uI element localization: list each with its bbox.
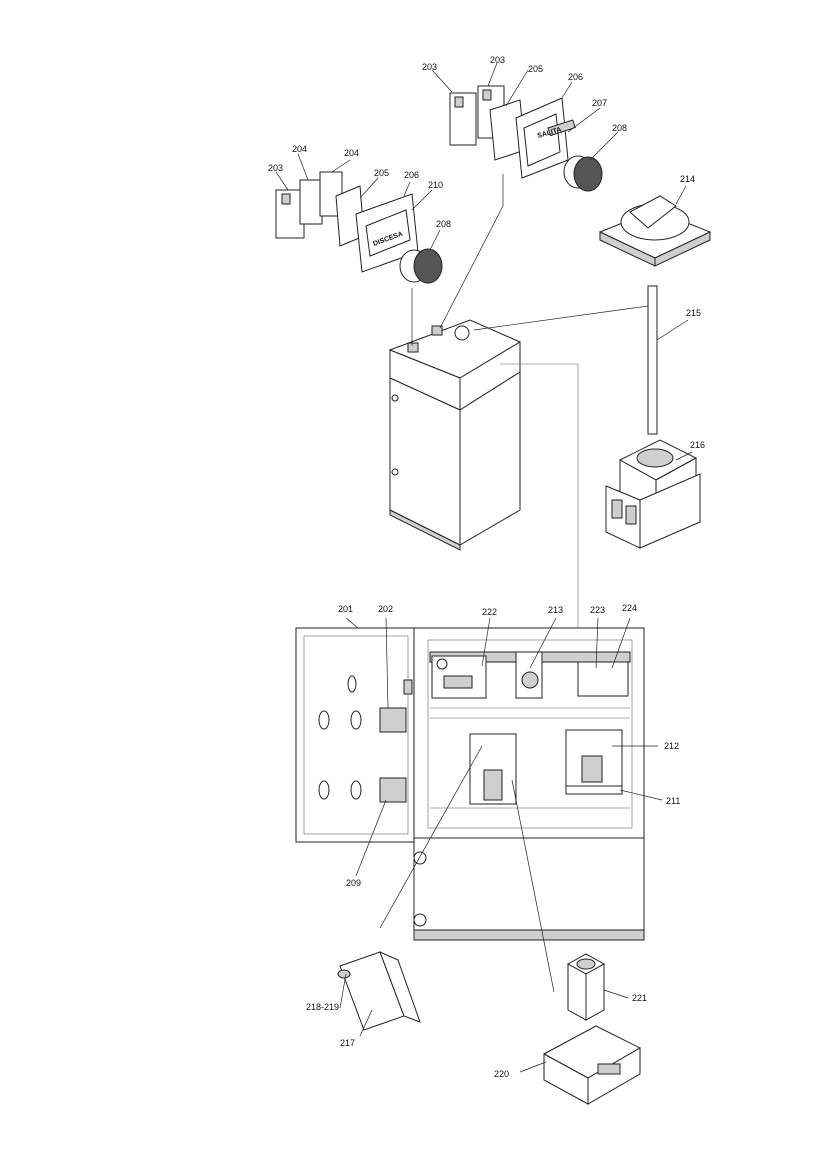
pushbutton-assembly-discesa: DISCESA: [275, 171, 443, 284]
relay-221: [566, 953, 606, 1021]
terminal-block-217: [337, 951, 421, 1031]
label-203: 203: [268, 163, 283, 173]
enclosure-small: [388, 319, 522, 551]
label-205: 205: [528, 64, 543, 74]
label-208: 208: [612, 123, 627, 133]
label-223: 223: [590, 605, 605, 615]
label-213: 213: [548, 605, 563, 615]
label-220: 220: [494, 1069, 509, 1079]
label-206: 206: [568, 72, 583, 82]
label-215: 215: [686, 308, 701, 318]
label-206: 206: [404, 170, 419, 180]
label-202: 202: [378, 604, 393, 614]
label-201: 201: [338, 604, 353, 614]
label-208: 208: [436, 219, 451, 229]
part-number-labels: 203 203 205 206 207 208 204 204 203 205 …: [268, 55, 705, 1079]
label-221: 221: [632, 993, 647, 1003]
label-222: 222: [482, 607, 497, 617]
label-204: 204: [292, 144, 307, 154]
label-204: 204: [344, 148, 359, 158]
label-211: 211: [666, 796, 680, 806]
switch-body-216: [605, 439, 701, 549]
label-216: 216: [690, 440, 705, 450]
label-214: 214: [680, 174, 695, 184]
relay-socket-220: [542, 1025, 642, 1105]
label-224: 224: [622, 603, 637, 613]
label-209: 209: [346, 878, 361, 888]
label-218-219: 218-219: [306, 1002, 339, 1012]
rotary-knob-214: [598, 195, 712, 267]
leader-lines: [275, 62, 693, 1073]
label-205: 205: [374, 168, 389, 178]
label-207: 207: [592, 98, 607, 108]
main-cabinet: [295, 627, 645, 941]
label-203: 203: [422, 62, 437, 72]
shaft-215: [647, 285, 658, 435]
label-210: 210: [428, 180, 443, 190]
pushbutton-assembly-salita: SALITA: [449, 85, 603, 192]
label-217: 217: [340, 1038, 355, 1048]
label-203: 203: [490, 55, 505, 65]
label-212: 212: [664, 741, 679, 751]
